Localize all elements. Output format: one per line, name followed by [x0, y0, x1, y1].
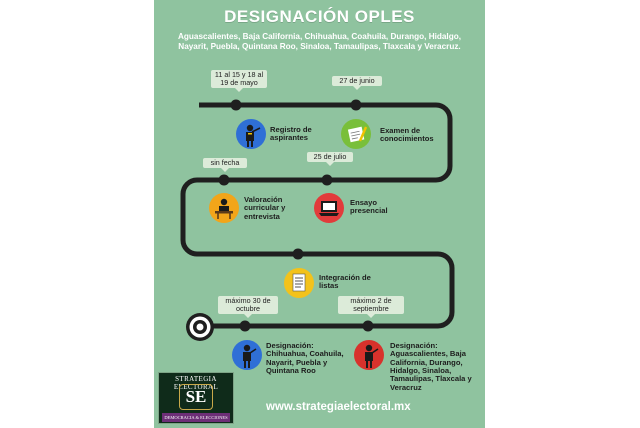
states-subtitle: Aguascalientes, Baja California, Chihuah…: [178, 32, 461, 52]
step-examen-label: Examen de conocimientos: [380, 126, 434, 144]
date-valoracion: sin fecha: [203, 158, 247, 173]
exam-icon: [341, 119, 371, 149]
step-valoracion-label: Valoración curricular y entrevista: [244, 195, 286, 221]
logo-mark: SE: [185, 387, 207, 406]
step-integracion-label: Integración de listas: [319, 273, 371, 291]
target-icon: [186, 313, 214, 341]
step-designacion-1-label: Designación: Chihuahua, Coahuila, Nayari…: [266, 341, 344, 376]
milestone-dot-registro: [230, 99, 242, 111]
date-examen: 27 de junio: [332, 76, 382, 91]
milestone-dot-designacion-1: [239, 320, 251, 332]
leader-icon: [232, 340, 262, 370]
milestone-dot-integracion: [292, 248, 304, 260]
step-registro-label: Registro de aspirantes: [270, 125, 312, 143]
milestone-dot-ensayo: [321, 174, 333, 186]
milestone-dot-valoracion: [218, 174, 230, 186]
website-url: www.strategiaelectoral.mx: [266, 401, 411, 413]
laptop-icon: [314, 193, 344, 223]
document-list-icon: [284, 268, 314, 298]
step-designacion-2-label: Designación: Aguascalientes, Baja Califo…: [390, 341, 472, 392]
logo-line1: STRATEGIA ELECTORAL: [173, 375, 219, 391]
page-title: DESIGNACIÓN OPLES: [224, 7, 415, 26]
logo-icon: STRATEGIA ELECTORAL SE DEMOCRACIA & ELEC…: [158, 372, 234, 424]
logo-line2: DEMOCRACIA & ELECCIONES: [162, 413, 230, 422]
leader-icon: [354, 340, 384, 370]
interview-icon: [209, 193, 239, 223]
date-designacion-1: máximo 30 de octubre: [218, 296, 278, 319]
milestone-dot-designacion-2: [362, 320, 374, 332]
milestone-dot-examen: [350, 99, 362, 111]
infographic-poster: DESIGNACIÓN OPLES Aguascalientes, Baja C…: [154, 0, 485, 428]
date-ensayo: 25 de julio: [307, 152, 353, 167]
timeline-road: [180, 99, 455, 332]
date-designacion-2: máximo 2 de septiembre: [338, 296, 404, 319]
speaker-icon: [236, 119, 266, 149]
logo-mark-frame: SE: [179, 384, 213, 410]
date-registro: 11 al 15 y 18 al 19 de mayo: [211, 70, 267, 93]
step-ensayo-label: Ensayo presencial: [350, 198, 388, 216]
